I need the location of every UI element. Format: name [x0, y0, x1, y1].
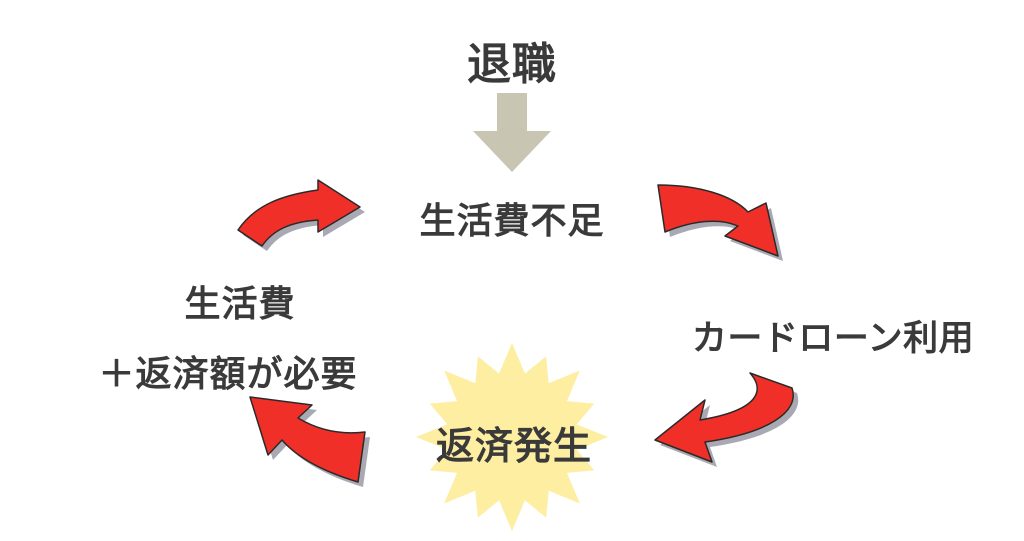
node-repayment: 返済発生	[435, 424, 593, 468]
node-need-line2: ＋返済額が必要	[98, 354, 358, 395]
arrow-need-to-shortage	[237, 179, 365, 251]
node-retirement: 退職	[467, 39, 557, 90]
down-arrow-icon	[473, 93, 551, 172]
curved-arrow-icon	[657, 184, 779, 257]
arrow-shortage-to-loan	[657, 184, 783, 261]
arrow-repayment-to-need	[249, 396, 370, 487]
starburst-icon	[416, 342, 608, 532]
node-need-line1: 生活費	[184, 284, 296, 325]
curved-arrow-icon	[237, 179, 361, 247]
node-living-cost-shortage: 生活費不足	[419, 201, 605, 242]
arrow-loan-to-repayment	[654, 372, 799, 467]
curved-arrow-icon	[249, 396, 366, 483]
node-card-loan: カードローン利用	[691, 319, 975, 359]
curved-arrow-icon	[654, 372, 794, 463]
